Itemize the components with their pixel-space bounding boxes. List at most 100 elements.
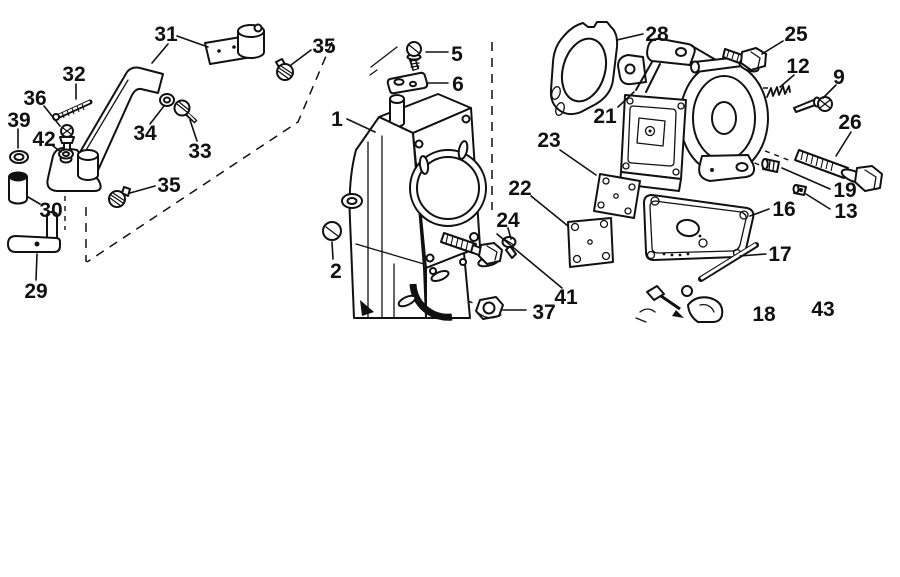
bolt-26-shape <box>854 165 883 192</box>
leader-lines-shape <box>835 131 852 157</box>
callout-19: 19 <box>833 179 856 202</box>
bolt-25-shape-shape <box>731 51 735 60</box>
bolt-25-shape <box>750 51 761 68</box>
plate-6-shape <box>386 71 429 95</box>
callout-9: 9 <box>833 66 845 89</box>
carburetor-top-body-21 <box>617 37 769 192</box>
callout-1: 1 <box>331 108 343 131</box>
plug-13-shape <box>792 184 800 194</box>
callout-24: 24 <box>496 209 520 232</box>
carburetor-top-body-21-shape <box>648 129 652 133</box>
screw-35-lower-shape <box>109 192 126 207</box>
bolt-41 <box>440 232 503 268</box>
callout-18: 18 <box>752 303 776 326</box>
carburetor-top-body-21-shape <box>677 102 685 110</box>
float-needle-assembly-18-shape <box>635 304 715 323</box>
spring-12-shape <box>766 85 791 98</box>
callout-43: 43 <box>811 298 834 321</box>
cover-plate-23-shape <box>602 177 610 185</box>
needle-valve-9-shape <box>819 99 831 109</box>
float-needle-assembly-18-shape <box>681 285 693 297</box>
carburetor-body-1-shape <box>457 140 469 160</box>
cover-plate-22 <box>567 217 614 268</box>
cover-plate-22-shape <box>567 217 614 268</box>
nut-37 <box>475 296 504 320</box>
gasket-16-shape <box>739 210 749 220</box>
gasket-16-shape <box>678 253 682 257</box>
callout-29: 29 <box>24 280 47 303</box>
gasket-28 <box>549 21 619 116</box>
gasket-16-shape <box>686 252 690 256</box>
bolt-26-shape-shape <box>805 152 809 163</box>
callout-42: 42 <box>32 128 55 151</box>
leader-lines-shape <box>35 253 38 281</box>
plate-6-shape <box>393 78 405 86</box>
spacer-30-shape <box>9 172 27 182</box>
leader-lines-shape <box>290 49 312 66</box>
leader-lines-shape <box>616 33 644 41</box>
bolt-41-shape-shape <box>455 237 459 248</box>
callout-17: 17 <box>768 243 791 266</box>
throttle-lever-assembly-shape <box>77 149 99 161</box>
link-screw-32 <box>52 99 93 121</box>
callout-33: 33 <box>188 140 211 163</box>
link-screw-32-shape <box>61 103 85 119</box>
leader-lines-shape <box>530 195 569 227</box>
float-needle-assembly-18-shape <box>672 310 684 318</box>
carburetor-body-1-shape <box>429 267 437 275</box>
screw-33-shape <box>176 101 190 113</box>
bolt-25 <box>722 47 767 73</box>
carburetor-body-1-shape <box>425 253 435 263</box>
carburetor-top-body-21-shape <box>636 117 666 147</box>
screw-35-lower <box>108 186 131 208</box>
callout-35-lower: 35 <box>157 174 181 197</box>
screw-24-shape <box>505 245 517 259</box>
carburetor-top-body-21-shape <box>627 105 677 167</box>
bolt-41-shape-shape <box>445 233 449 244</box>
washer-39-shape <box>13 153 25 161</box>
callout-16: 16 <box>772 198 795 221</box>
leader-lines-shape <box>176 35 209 48</box>
bolt-26-shape-shape <box>810 154 814 165</box>
washer-34 <box>159 93 175 107</box>
alignment-dashed-lines-shape <box>86 41 333 263</box>
gasket-16-shape <box>649 200 747 254</box>
cover-plate-22-shape <box>601 251 611 261</box>
gasket-28-shape <box>551 86 561 100</box>
bolt-26-shape-shape <box>800 150 804 161</box>
carburetor-top-body-21-shape <box>675 47 687 57</box>
cover-plate-23-shape <box>613 193 619 199</box>
grease-fitting-36 <box>59 124 75 151</box>
spacer-30 <box>8 171 28 205</box>
gasket-16-shape <box>662 252 666 256</box>
plug-13 <box>792 184 807 196</box>
cover-plate-23-shape <box>628 183 636 191</box>
callout-32: 32 <box>62 63 85 86</box>
carburetor-body-1-shape <box>389 94 405 104</box>
leader-lines-shape <box>331 241 334 260</box>
bolt-26-shape-shape <box>820 158 824 169</box>
leader-lines-shape <box>781 167 831 190</box>
plate-6-shape <box>409 80 417 88</box>
link-screw-32-shape-shape <box>61 111 65 119</box>
carburetor-body-1-shape <box>425 252 471 319</box>
screw-24-shape <box>503 238 515 246</box>
gasket-16 <box>643 194 755 261</box>
leader-lines-shape <box>151 43 169 64</box>
carburetor-body-1-shape <box>469 232 479 242</box>
screw-33 <box>173 99 198 124</box>
carburetor-body-1-shape <box>416 156 480 220</box>
carburetor-top-body-21-shape <box>711 101 737 135</box>
leader-lines-shape <box>739 253 767 257</box>
callout-35-upper: 35 <box>312 35 336 58</box>
callout-30: 30 <box>39 199 62 222</box>
carburetor-body-1-shape <box>397 294 417 308</box>
bolt-41-shape <box>478 242 503 265</box>
carburetor-body-1-shape <box>459 258 467 266</box>
carburetor-top-body-21-shape <box>644 125 656 137</box>
plate-6 <box>386 71 429 95</box>
screw-35-upper <box>275 58 294 81</box>
carburetor-body-1-shape <box>355 135 425 319</box>
